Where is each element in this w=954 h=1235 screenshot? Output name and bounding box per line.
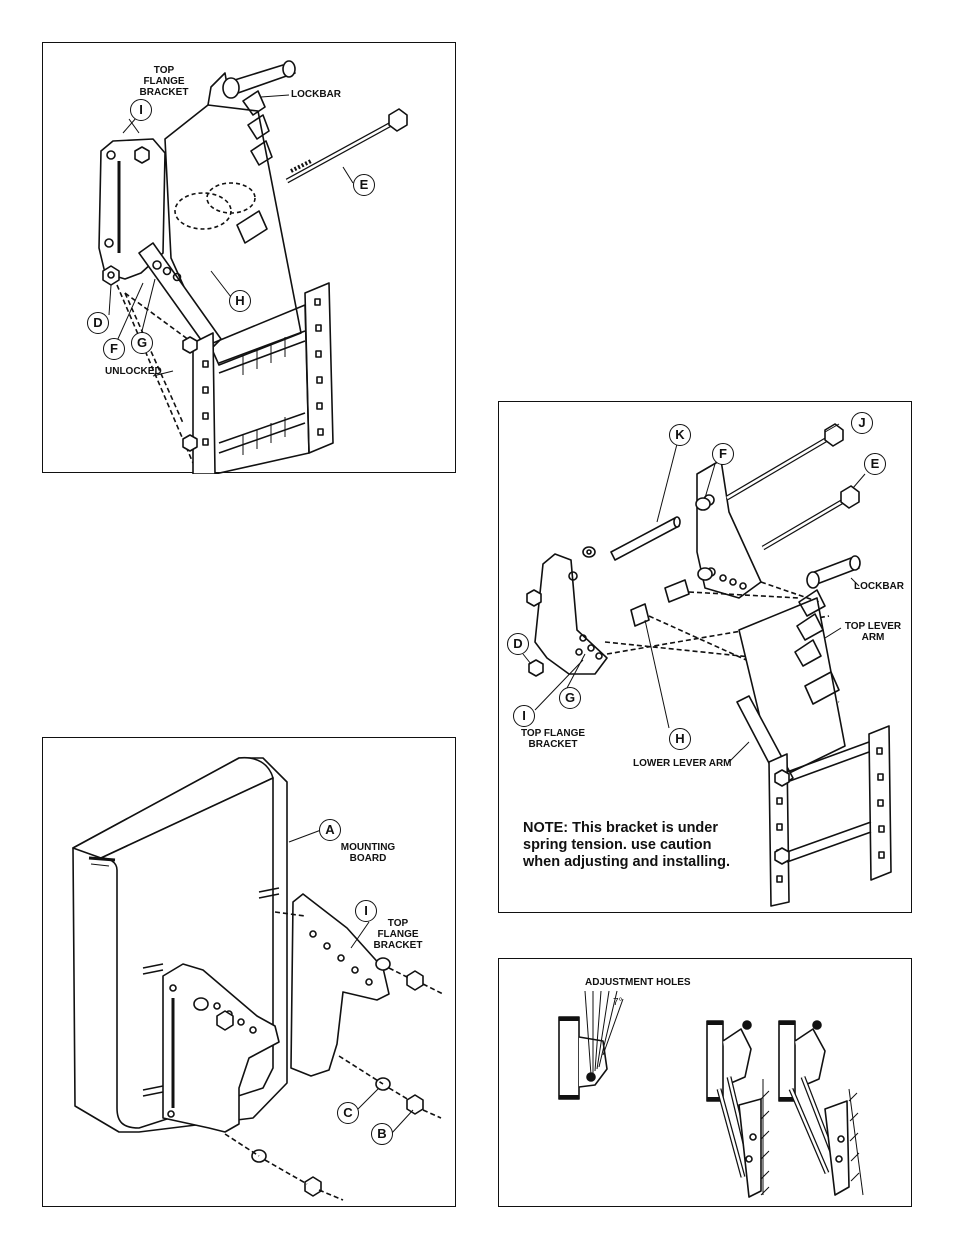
callout-f: F xyxy=(103,338,125,360)
panel-unlocked-view: TOP FLANGE BRACKET LOCKBAR UNLOCKED I E … xyxy=(42,42,456,473)
callout-c: C xyxy=(337,1102,359,1124)
label-adjustment-holes: ADJUSTMENT HOLES xyxy=(585,977,691,988)
callout-e: E xyxy=(353,174,375,196)
callout-j: J xyxy=(851,412,873,434)
callout-i: I xyxy=(130,99,152,121)
callout-i: I xyxy=(513,705,535,727)
adjustment-holes-drawing xyxy=(499,959,913,1208)
label-mounting-board: MOUNTING BOARD xyxy=(333,842,403,864)
panel-adjustment-holes: ADJUSTMENT HOLES 7° xyxy=(498,958,912,1207)
callout-d: D xyxy=(507,633,529,655)
panel-mounting-board: A MOUNTING BOARD I TOP FLANGE BRACKET C … xyxy=(42,737,456,1207)
label-top-flange-bracket: TOP FLANGE BRACKET xyxy=(129,65,199,98)
label-unlocked: UNLOCKED xyxy=(105,366,162,377)
callout-h: H xyxy=(669,728,691,750)
callout-f: F xyxy=(712,443,734,465)
unlocked-bracket-drawing xyxy=(43,43,457,474)
panel-exploded-view: LOCKBAR TOP LEVER ARM TOP FLANGE BRACKET… xyxy=(498,401,912,913)
label-top-lever-arm: TOP LEVER ARM xyxy=(839,621,907,643)
mounting-board-drawing xyxy=(43,738,457,1208)
label-top-flange-bracket-exploded: TOP FLANGE BRACKET xyxy=(513,728,593,750)
label-lockbar: LOCKBAR xyxy=(291,89,341,100)
degree-mark: 7° xyxy=(613,997,623,1008)
label-top-flange-bracket-mount: TOP FLANGE BRACKET xyxy=(363,918,433,951)
label-lower-lever-arm: LOWER LEVER ARM xyxy=(633,758,732,769)
callout-g: G xyxy=(559,687,581,709)
label-lockbar-exploded: LOCKBAR xyxy=(854,581,904,592)
callout-e: E xyxy=(864,453,886,475)
callout-d: D xyxy=(87,312,109,334)
callout-g: G xyxy=(131,332,153,354)
callout-h: H xyxy=(229,290,251,312)
caution-note: NOTE: This bracket is under spring tensi… xyxy=(523,820,763,871)
callout-b: B xyxy=(371,1123,393,1145)
callout-a: A xyxy=(319,819,341,841)
callout-k: K xyxy=(669,424,691,446)
